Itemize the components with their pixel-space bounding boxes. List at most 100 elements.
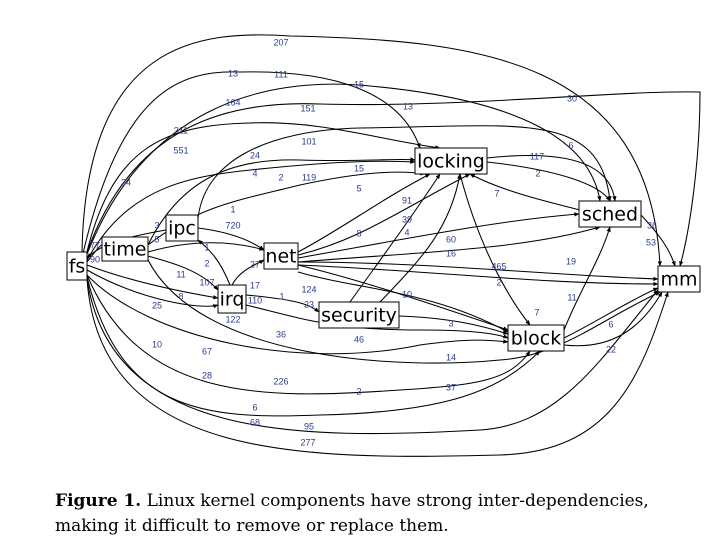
- edge-label: 6: [252, 402, 257, 412]
- edge-21: [231, 259, 265, 286]
- edge-label: 25: [152, 300, 162, 310]
- edge-27: [86, 274, 531, 395]
- edge-1: [81, 34, 662, 267]
- edge-25: [398, 315, 509, 335]
- edge-13: [297, 226, 601, 263]
- edge-label: 23: [304, 299, 314, 309]
- edge-label: 2: [496, 277, 501, 287]
- node-locking: locking: [414, 147, 488, 175]
- node-fs-box: [66, 251, 88, 281]
- edge-label: 77: [90, 240, 100, 250]
- edge-label: 119: [302, 172, 316, 182]
- edge-label: 91: [402, 195, 412, 205]
- edge-label: 24: [250, 150, 260, 160]
- edge-32: [563, 287, 659, 339]
- edge-label: 60: [446, 234, 456, 244]
- edge-label: 1: [204, 242, 209, 252]
- edge-label: 28: [202, 370, 212, 380]
- node-ipc: ipc: [165, 214, 199, 242]
- edge-34: [563, 226, 611, 331]
- edge-label: 67: [202, 346, 212, 356]
- edge-label: 151: [300, 103, 315, 113]
- edge-19: [86, 264, 219, 300]
- edge-label: 13: [228, 68, 238, 78]
- node-time-label: time: [104, 239, 147, 261]
- edge-11: [297, 173, 471, 256]
- node-block-box: [507, 324, 565, 352]
- edge-16: [147, 242, 265, 253]
- edge-29: [86, 277, 659, 435]
- edge-label: 53: [646, 237, 656, 247]
- edge-label: 2: [535, 168, 540, 178]
- edge-37: [639, 213, 676, 267]
- edge-label: 117: [530, 151, 544, 161]
- node-sched-box: [578, 200, 642, 228]
- edge-36: [486, 154, 617, 202]
- edge-41: [459, 173, 531, 326]
- edge-30: [86, 278, 669, 457]
- edge-label: 4: [404, 227, 409, 237]
- edge-label: 110: [248, 295, 262, 305]
- edge-label: 1: [230, 204, 235, 214]
- edge-label: 8: [356, 228, 361, 238]
- edge-label: 46: [354, 334, 364, 344]
- caption-line-2: making it difficult to remove or replace…: [55, 516, 449, 536]
- edge-label: 7: [494, 188, 499, 198]
- edge-label: 2: [356, 386, 361, 396]
- edge-label: 311: [174, 125, 188, 135]
- edge-label: 11: [567, 292, 576, 302]
- node-security-box: [318, 301, 400, 329]
- edge-2: [81, 71, 421, 259]
- edge-label: 19: [566, 256, 576, 266]
- node-ipc-label: ipc: [168, 218, 196, 240]
- nodes-layer: fstimeipcirqnetsecuritylockingschedblock…: [66, 147, 701, 352]
- edge-label: 22: [606, 344, 616, 354]
- edge-28: [86, 276, 541, 417]
- edge-label: 720: [225, 220, 240, 230]
- node-security-label: security: [321, 305, 397, 327]
- node-block: block: [507, 324, 565, 352]
- edge-38: [469, 173, 581, 211]
- edge-26: [86, 274, 509, 355]
- node-locking-label: locking: [417, 151, 485, 173]
- edge-label: 3: [448, 318, 453, 328]
- figure-label: Figure 1.: [55, 491, 142, 511]
- node-mm-box: [657, 265, 701, 293]
- edge-23: [245, 304, 509, 339]
- node-fs-label: fs: [69, 256, 86, 278]
- edge-17: [147, 255, 219, 291]
- edge-label: 226: [273, 376, 288, 386]
- edge-label: 90: [90, 254, 100, 264]
- node-mm: mm: [657, 265, 701, 293]
- edge-44: [197, 227, 265, 251]
- edge-label: 4: [252, 168, 257, 178]
- node-irq-label: irq: [220, 289, 245, 311]
- edge-label: 124: [301, 284, 316, 294]
- edge-label: 10: [152, 339, 162, 349]
- edge-label: 6: [568, 140, 573, 150]
- edge-14: [297, 261, 659, 281]
- edge-label: 27: [250, 259, 260, 269]
- edge-label: 68: [250, 417, 260, 427]
- edge-label: 8: [178, 291, 183, 301]
- edge-label: 101: [301, 136, 316, 146]
- edge-label: 122: [225, 314, 240, 324]
- edge-label: 207: [273, 37, 288, 47]
- node-ipc-box: [165, 214, 199, 242]
- edge-8: [85, 159, 416, 263]
- node-time: time: [101, 236, 149, 262]
- edge-22: [245, 294, 320, 313]
- edge-39: [349, 173, 441, 303]
- edge-label: 111: [274, 69, 288, 79]
- edge-12: [297, 212, 580, 259]
- node-time-box: [101, 236, 149, 262]
- edge-label: 5: [154, 234, 159, 244]
- edge-label: 5: [356, 183, 361, 193]
- edge-5: [84, 122, 441, 261]
- edge-label: 551: [173, 145, 188, 155]
- edge-label: 16: [446, 248, 456, 258]
- node-irq: irq: [217, 284, 247, 314]
- node-net: net: [263, 242, 299, 270]
